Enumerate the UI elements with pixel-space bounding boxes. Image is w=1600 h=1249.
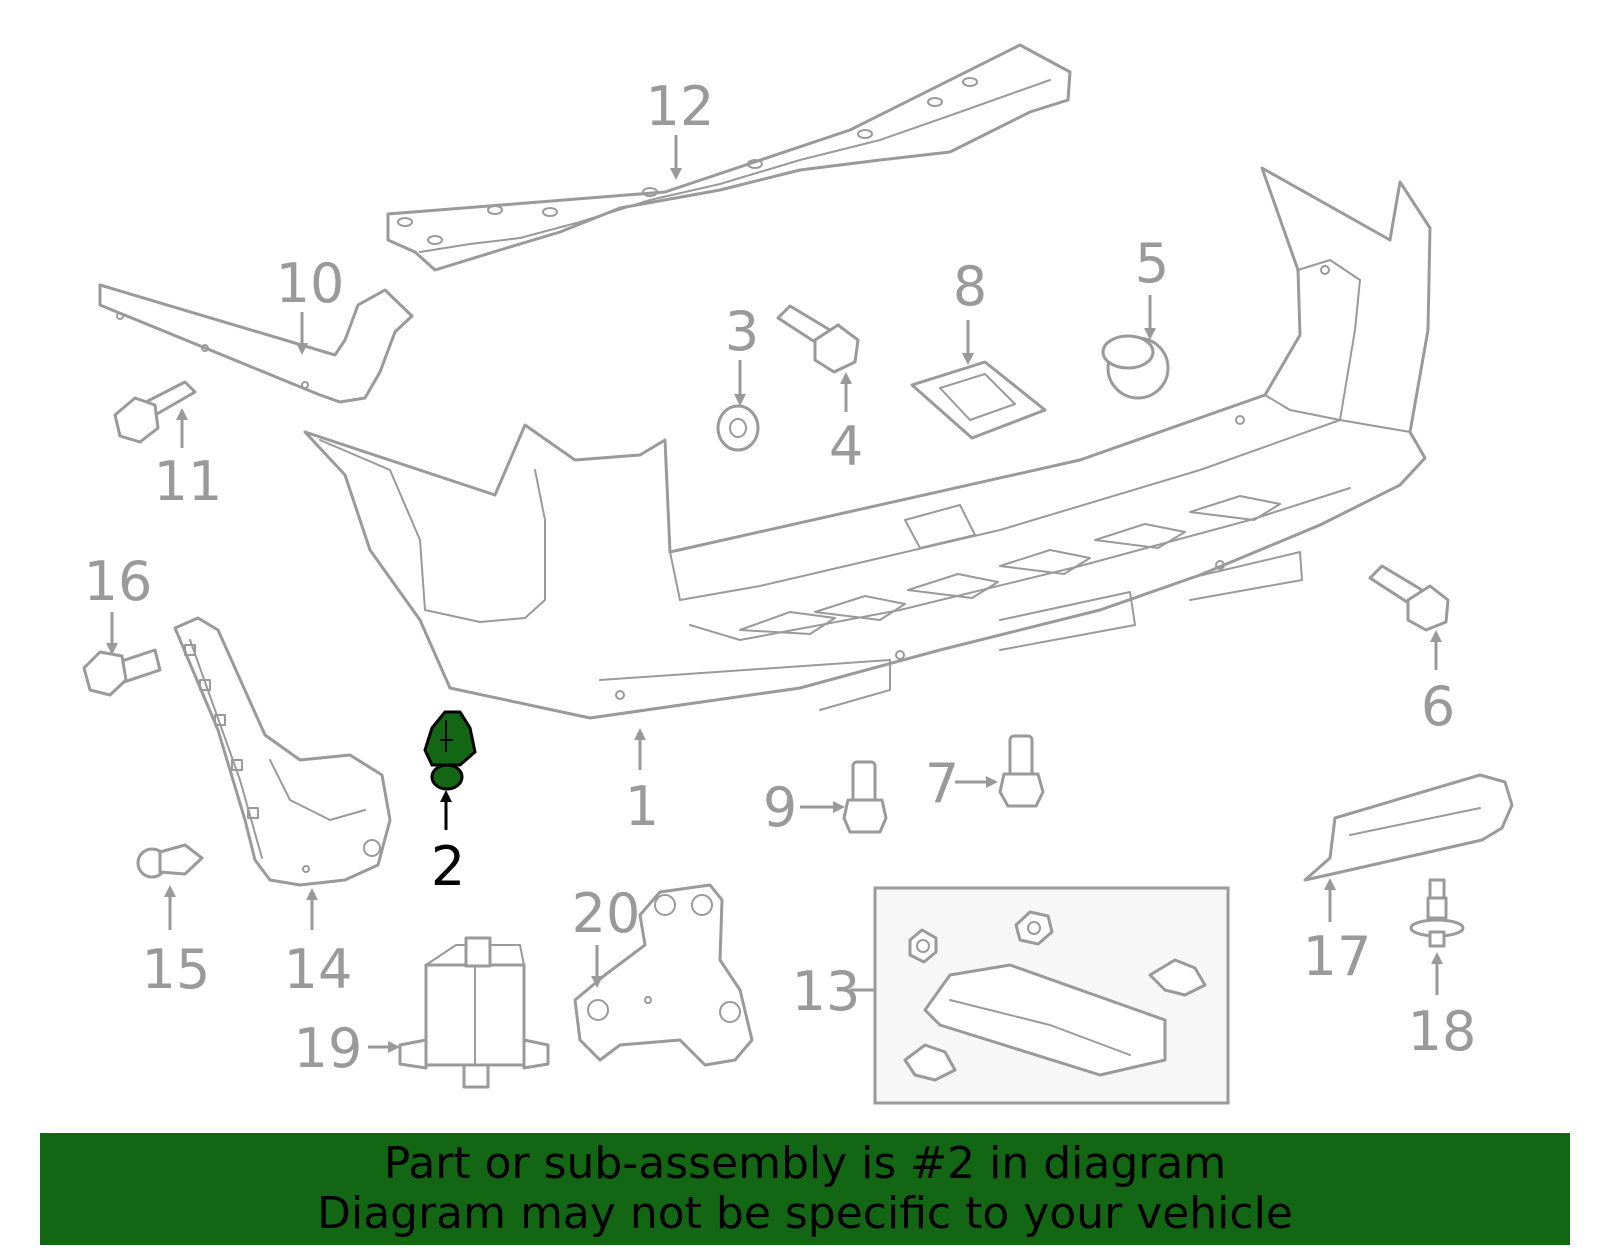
part-19-module[interactable] bbox=[398, 936, 550, 1089]
part-11-bolt[interactable] bbox=[113, 380, 197, 444]
part-13-hardware-kit[interactable] bbox=[873, 886, 1230, 1105]
disclaimer-banner: Part or sub-assembly is #2 in diagram Di… bbox=[40, 1133, 1570, 1245]
callout-4: 4 bbox=[829, 415, 863, 478]
part-4-bolt[interactable] bbox=[776, 304, 860, 374]
part-6-bolt[interactable] bbox=[1368, 564, 1450, 632]
part-20-bracket[interactable] bbox=[573, 883, 754, 1067]
callout-14: 14 bbox=[284, 938, 353, 1001]
callout-2: 2 bbox=[431, 835, 465, 898]
callout-1: 1 bbox=[625, 775, 659, 838]
callout-20: 20 bbox=[572, 882, 641, 945]
part-12-reinforcement[interactable] bbox=[386, 43, 1072, 272]
part-10-side-bracket[interactable] bbox=[98, 283, 414, 404]
part-8-bracket[interactable] bbox=[910, 360, 1047, 440]
callout-3: 3 bbox=[725, 300, 759, 363]
callout-9: 9 bbox=[763, 776, 797, 839]
callout-arrows bbox=[106, 135, 1443, 1053]
part-9-bolt[interactable] bbox=[842, 760, 888, 834]
part-16-bolt[interactable] bbox=[82, 648, 162, 697]
part-3-washer[interactable] bbox=[716, 404, 760, 452]
callout-5: 5 bbox=[1135, 232, 1169, 295]
part-1-bumper-cover[interactable] bbox=[303, 166, 1432, 720]
callout-10: 10 bbox=[276, 252, 345, 315]
callout-16: 16 bbox=[84, 550, 153, 613]
part-17-step-pad[interactable] bbox=[1303, 773, 1514, 882]
part-18-pin[interactable] bbox=[1409, 878, 1465, 948]
part-14-mud-flap[interactable] bbox=[173, 616, 392, 887]
callout-12: 12 bbox=[646, 75, 715, 138]
callout-13: 13 bbox=[792, 960, 861, 1023]
callout-6: 6 bbox=[1421, 675, 1455, 738]
callout-7: 7 bbox=[925, 752, 959, 815]
exploded-parts-diagram: 12 10 11 3 4 8 5 6 16 1 2 9 7 14 15 17 1… bbox=[82, 43, 1514, 1105]
part-15-clip[interactable] bbox=[136, 843, 204, 879]
banner-line-part: Part or sub-assembly is #2 in diagram bbox=[383, 1138, 1227, 1189]
banner-line-disclaimer: Diagram may not be specific to your vehi… bbox=[317, 1188, 1293, 1239]
callout-19: 19 bbox=[294, 1017, 363, 1080]
callout-18: 18 bbox=[1408, 1000, 1477, 1063]
callout-8: 8 bbox=[953, 255, 987, 318]
part-7-bolt[interactable] bbox=[998, 734, 1045, 808]
callout-17: 17 bbox=[1303, 925, 1372, 988]
callout-labels: 12 10 11 3 4 8 5 6 16 1 2 9 7 14 15 17 1… bbox=[84, 75, 1477, 1080]
callout-15: 15 bbox=[142, 938, 211, 1001]
callout-11: 11 bbox=[154, 450, 223, 513]
part-5-grommet[interactable] bbox=[1101, 334, 1170, 400]
part-2-clip-highlighted[interactable] bbox=[423, 710, 477, 791]
